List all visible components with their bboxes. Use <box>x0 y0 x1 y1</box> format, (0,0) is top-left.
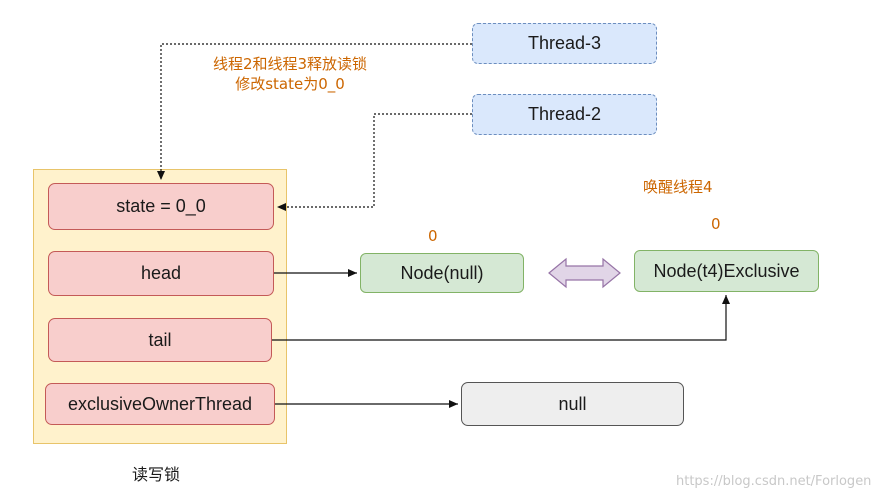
head-field: head <box>48 251 274 296</box>
tail-field: tail <box>48 318 272 362</box>
state-field: state = 0_0 <box>48 183 274 230</box>
thread-2-box: Thread-2 <box>472 94 657 135</box>
release-annotation-line-1: 线程2和线程3释放读锁 <box>212 55 368 73</box>
t4-node-state-label: 0 <box>711 215 721 233</box>
watermark: https://blog.csdn.net/Forlogen <box>676 474 872 489</box>
thread-3-to-state-arrow <box>157 43 472 180</box>
head-node-state-label: 0 <box>428 227 438 245</box>
thread-2-to-state-arrow <box>277 113 472 211</box>
t4-exclusive-node: Node(t4)Exclusive <box>634 250 819 292</box>
thread-3-box: Thread-3 <box>472 23 657 64</box>
owner-null-box: null <box>461 382 684 426</box>
double-arrow-icon <box>548 257 621 289</box>
exclusive-owner-thread-field: exclusiveOwnerThread <box>45 383 275 425</box>
lock-caption: 读写锁 <box>132 465 181 484</box>
head-node: Node(null) <box>360 253 524 293</box>
release-annotation-line-2: 修改state为0_0 <box>235 75 345 93</box>
wake-annotation: 唤醒线程4 <box>643 178 713 196</box>
release-annotation: 线程2和线程3释放读锁 修改state为0_0 <box>195 54 385 94</box>
tail-to-t4-node-arrow <box>272 295 730 341</box>
